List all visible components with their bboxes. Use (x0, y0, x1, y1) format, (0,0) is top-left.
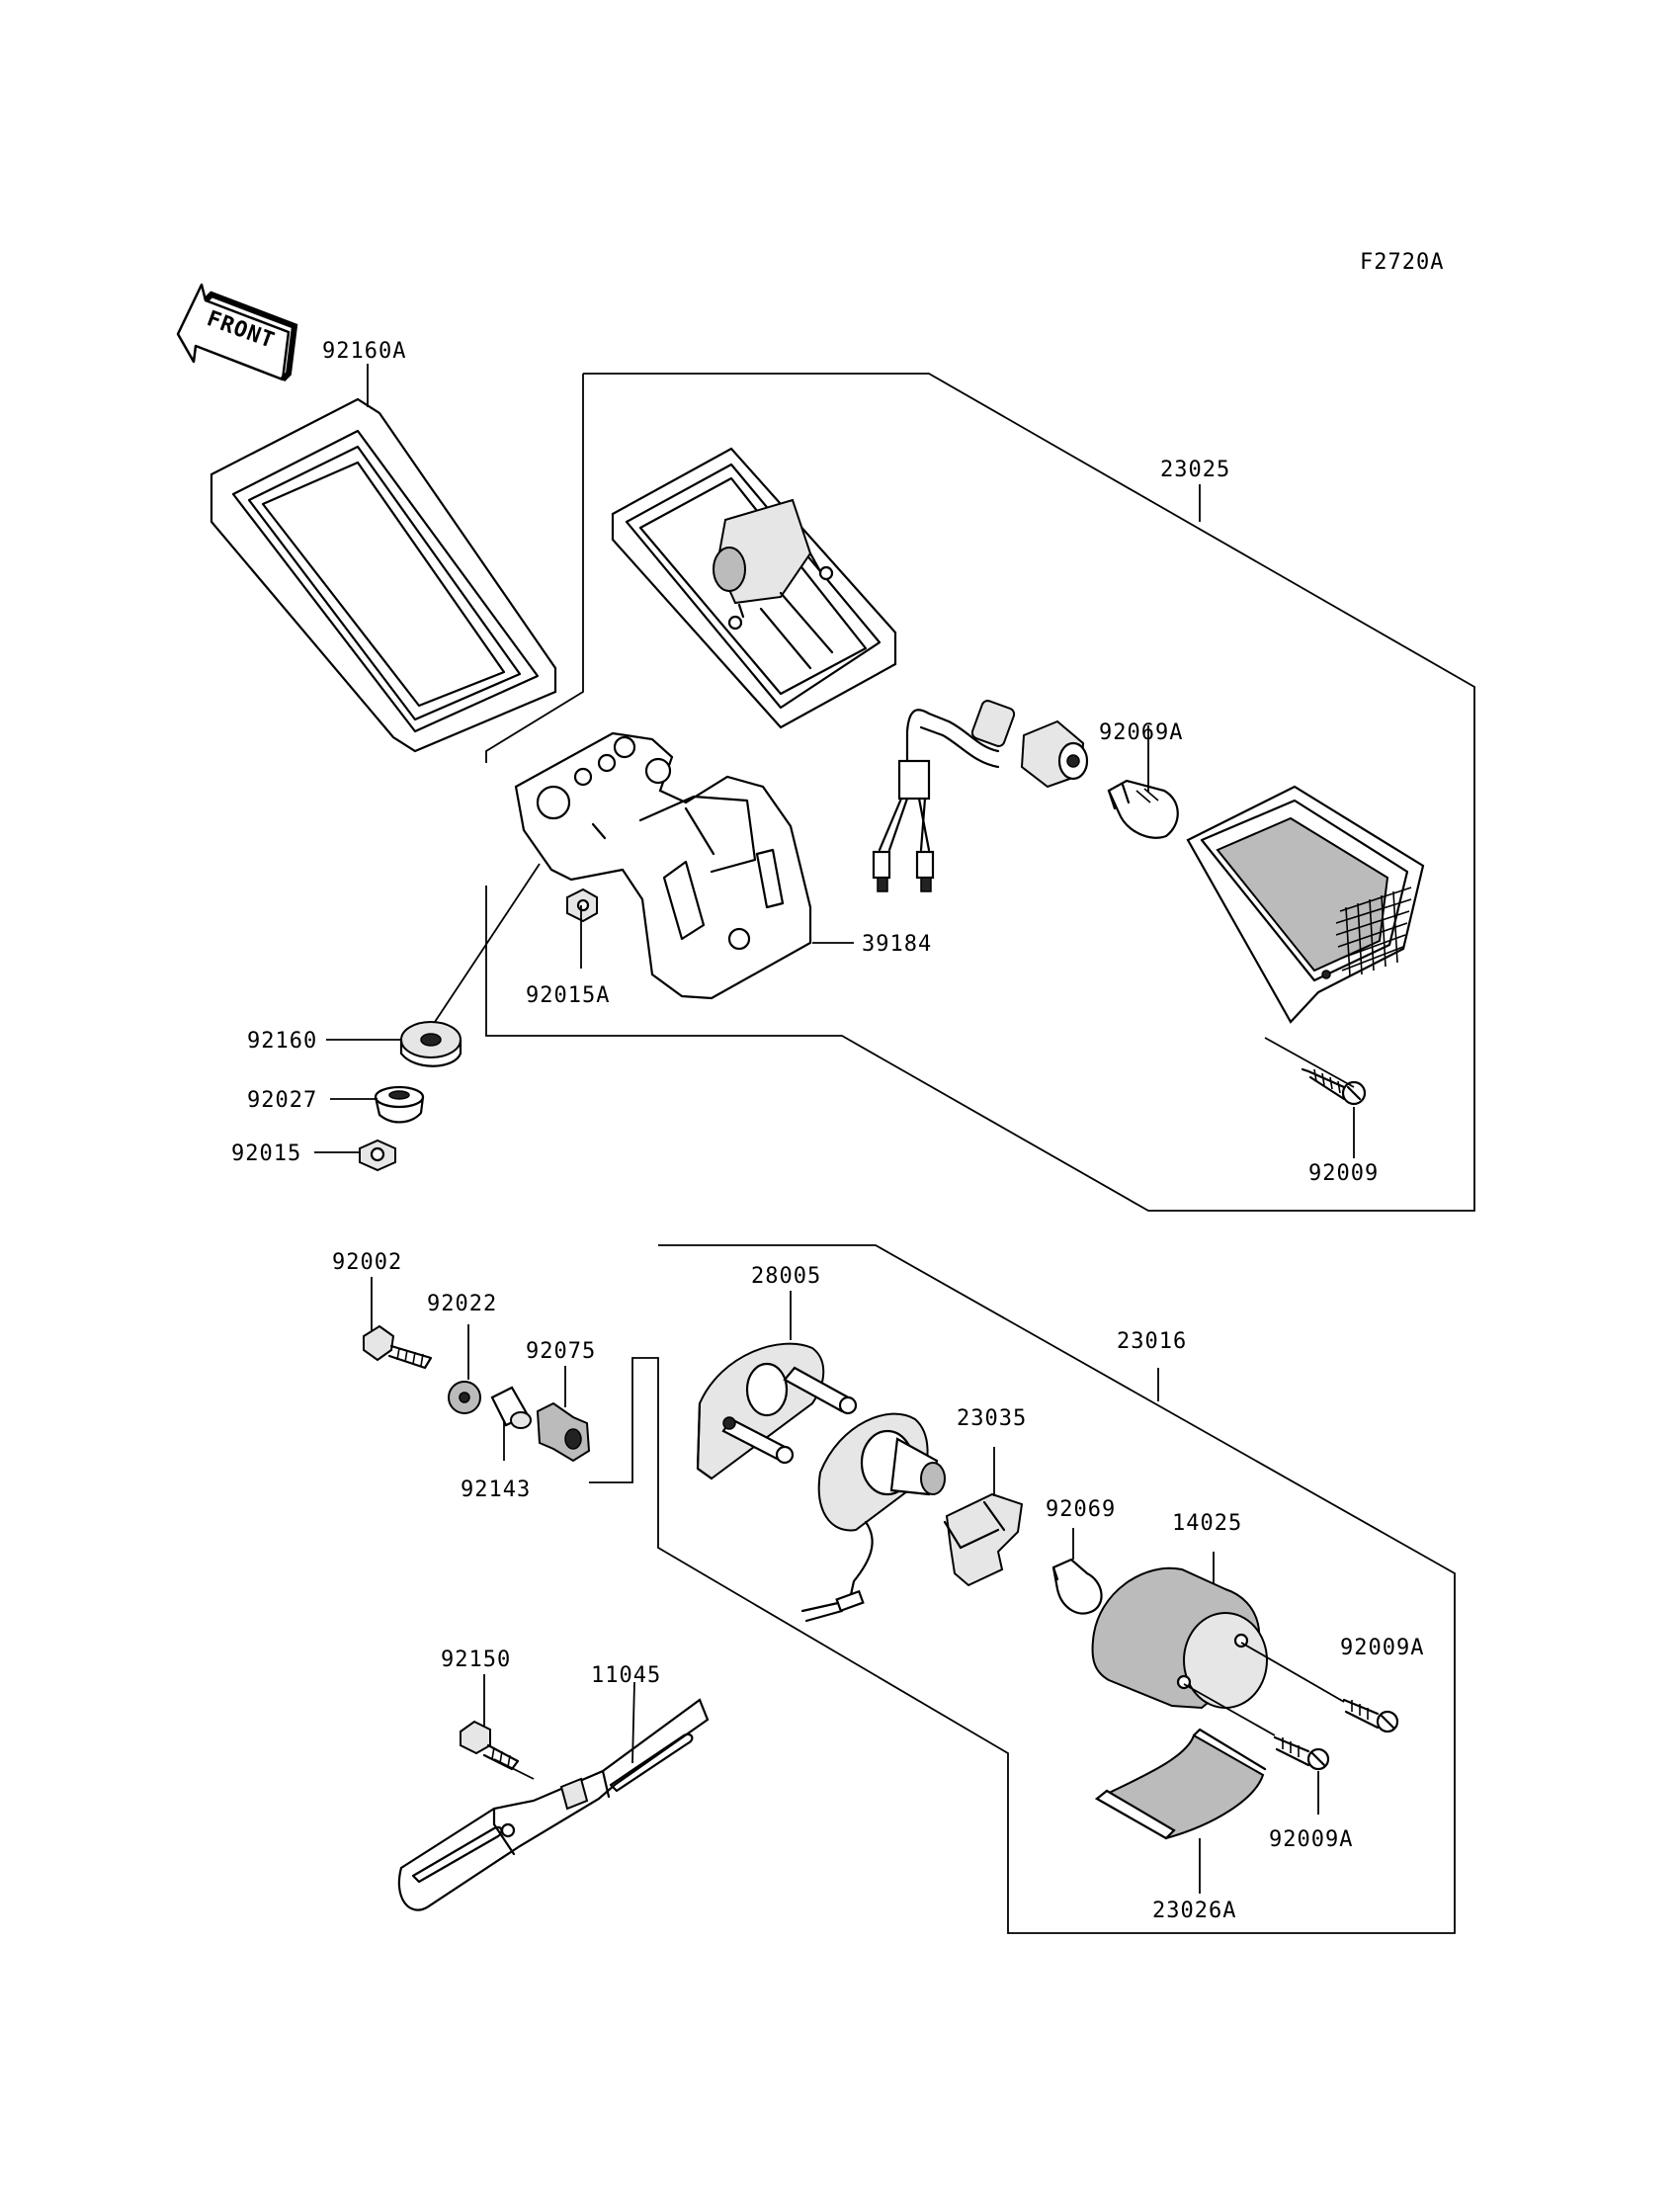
label-23026A: 23026A (1152, 1899, 1236, 1923)
front-arrow-icon: FRONT (176, 283, 298, 382)
lamp-base-28005 (696, 1342, 858, 1480)
label-92022: 92022 (427, 1292, 497, 1316)
part-labels: 92160A 23025 92069A 39184 92015A 92160 9… (231, 339, 1424, 1923)
screw-92009A-lower (1273, 1735, 1330, 1771)
label-23025: 23025 (1160, 458, 1230, 482)
reflector-23026A (1094, 1728, 1267, 1840)
label-92160: 92160 (247, 1029, 317, 1054)
label-92160A: 92160A (322, 339, 406, 364)
label-92009A-upper: 92009A (1340, 1636, 1424, 1660)
bulb-holder-23035 (943, 1492, 1024, 1587)
nut-92015 (359, 1139, 396, 1172)
reflector-pad-92160A (210, 397, 557, 753)
grommet-92160 (399, 1021, 462, 1067)
label-92002: 92002 (332, 1250, 402, 1275)
bulb-socket (1020, 719, 1089, 789)
washer-92022 (448, 1381, 481, 1414)
bulb-92069 (1051, 1558, 1103, 1615)
label-92009: 92009 (1308, 1161, 1379, 1186)
tail-lamp-housing-23025 (611, 447, 897, 729)
bolt-92002 (363, 1324, 433, 1370)
nut-92015A (566, 887, 598, 923)
drawing-code: F2720A (1360, 250, 1444, 275)
assembly-frame-23016 (589, 1244, 1456, 1934)
label-92069A: 92069A (1099, 720, 1183, 745)
label-92143: 92143 (461, 1478, 531, 1502)
label-14025: 14025 (1172, 1511, 1242, 1536)
label-92015: 92015 (231, 1141, 301, 1166)
label-92009A-lower: 92009A (1269, 1827, 1353, 1852)
leader-lines (314, 364, 1355, 1894)
label-23035: 23035 (957, 1406, 1027, 1431)
collar-92143 (490, 1386, 532, 1429)
damper-92075 (536, 1401, 591, 1463)
label-39184: 39184 (862, 932, 932, 957)
label-92069: 92069 (1046, 1497, 1116, 1522)
bolt-92150 (460, 1720, 520, 1771)
screw-92009 (1301, 1067, 1367, 1106)
label-92027: 92027 (247, 1088, 317, 1113)
lens-grid-pattern (1335, 887, 1412, 977)
bulb-92069A (1107, 779, 1179, 839)
label-92015A: 92015A (526, 983, 610, 1008)
lamp-bracket-39184 (514, 731, 812, 1000)
collar-92027 (374, 1085, 425, 1124)
label-92075: 92075 (526, 1339, 596, 1364)
screw-92009A-upper (1342, 1698, 1399, 1733)
label-23016: 23016 (1117, 1329, 1187, 1354)
tail-lamp-lens (1186, 785, 1425, 1024)
label-11045: 11045 (591, 1663, 661, 1688)
lens-14025 (1091, 1566, 1268, 1710)
label-92150: 92150 (441, 1648, 511, 1672)
license-bracket-11045 (397, 1698, 710, 1911)
lamp-wiring-harness (872, 700, 1016, 892)
label-28005: 28005 (751, 1264, 821, 1289)
socket-assembly (800, 1412, 946, 1623)
assembly-frame-23025 (485, 373, 1475, 1212)
